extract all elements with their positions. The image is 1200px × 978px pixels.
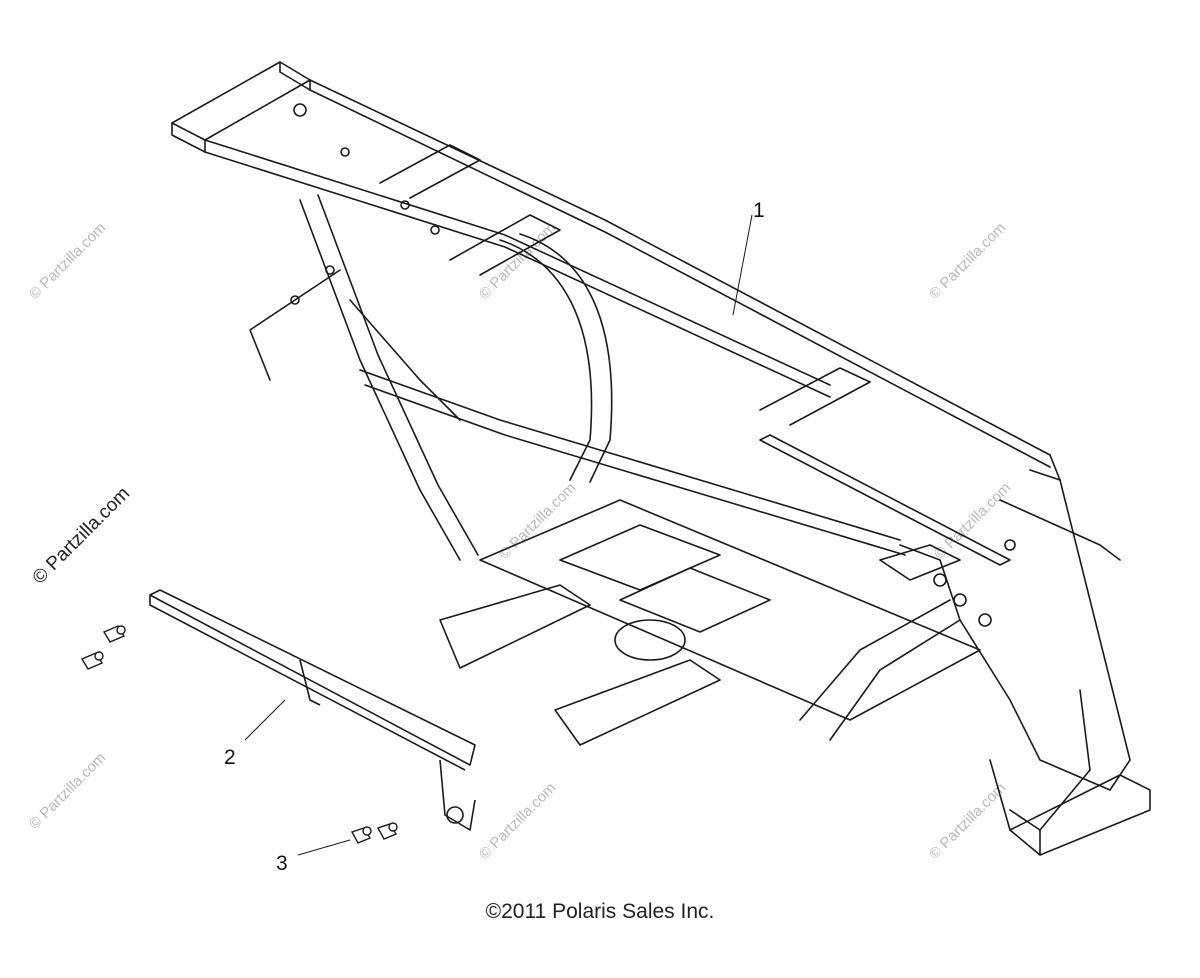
watermark-tile: © Partzilla.com xyxy=(476,219,559,302)
frame-drawing xyxy=(171,61,1151,856)
bolt-drawings xyxy=(80,625,398,844)
callout-bolt: 3 xyxy=(276,852,288,875)
watermark-tile: © Partzilla.com xyxy=(926,779,1009,862)
watermark-tiles: © Partzilla.com © Partzilla.com © Partzi… xyxy=(26,219,1014,862)
watermark-tile: © Partzilla.com xyxy=(26,749,109,832)
callout-bumper: 2 xyxy=(224,746,236,769)
watermark-tile: © Partzilla.com xyxy=(496,479,579,562)
leader-lines xyxy=(244,214,753,856)
bumper-drawing xyxy=(149,589,476,831)
watermark-tile: © Partzilla.com xyxy=(476,779,559,862)
callout-frame: 1 xyxy=(753,199,765,222)
copyright-notice: ©2011 Polaris Sales Inc. xyxy=(485,900,715,923)
watermark-tile: © Partzilla.com xyxy=(926,219,1009,302)
watermark-tile: © Partzilla.com xyxy=(26,219,109,302)
watermark-main: © Partzilla.com xyxy=(29,483,134,588)
